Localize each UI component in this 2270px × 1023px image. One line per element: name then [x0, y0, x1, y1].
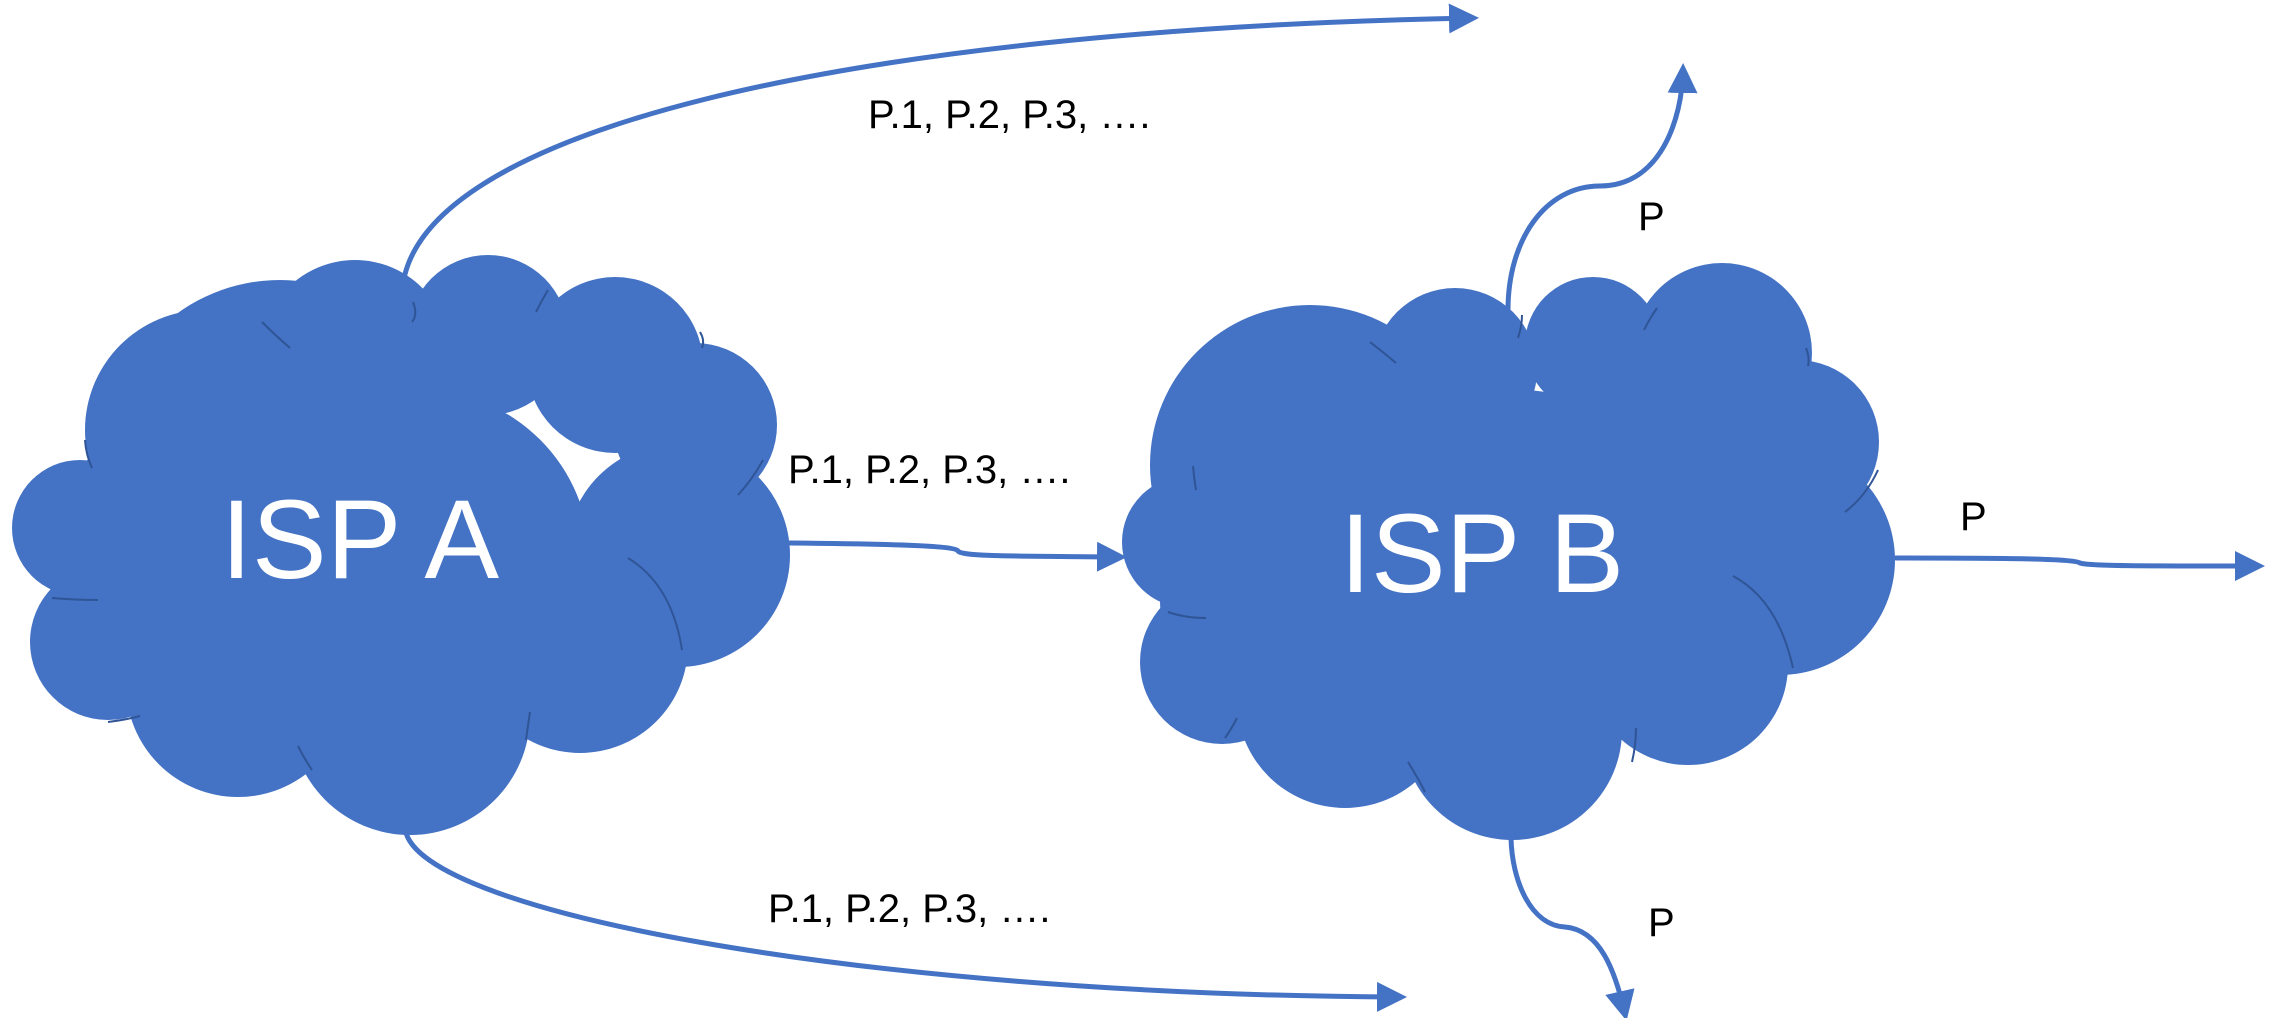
isp-b-label: ISP B — [1340, 491, 1624, 616]
isp-a-label: ISP A — [221, 477, 499, 602]
edge-label-b-right: P — [1960, 495, 1987, 539]
flow-arrow-a-bottom — [402, 823, 1407, 1012]
isp-a-cloud: ISP A — [12, 255, 790, 835]
flow-arrow-a-top — [399, 3, 1479, 299]
flow-arrow-b-top — [1505, 63, 1698, 313]
edge-label-a-bottom: P.1, P.2, P.3, …. — [768, 887, 1050, 931]
isp-b-cloud: ISP B — [1122, 263, 1895, 840]
edge-label-a-top: P.1, P.2, P.3, …. — [868, 93, 1150, 137]
isp-a-cloud-shape — [12, 255, 790, 835]
edge-label-b-top: P — [1638, 195, 1665, 239]
isp-b-cloud-contours — [1167, 307, 1879, 793]
edge-label-b-bottom: P — [1648, 901, 1675, 945]
isp-b-cloud-shape — [1122, 263, 1895, 840]
flow-arrow-b-bottom — [1508, 835, 1635, 1021]
flow-arrow-b-right — [1893, 550, 2266, 581]
isp-a-cloud-contours — [51, 289, 764, 771]
edge-label-a-to-b: P.1, P.2, P.3, …. — [788, 448, 1070, 492]
flow-arrow-a-to-b — [787, 540, 1127, 572]
